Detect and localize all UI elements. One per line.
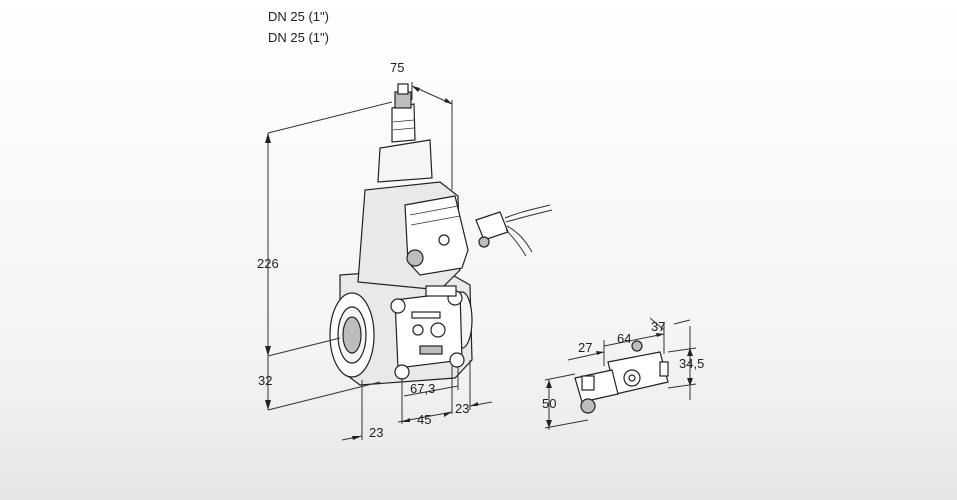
dimension-lines (265, 82, 697, 441)
header-line-1: DN 25 (1") (268, 9, 329, 24)
dimension-50: 50 (542, 396, 557, 411)
dimension-23-right: 23 (455, 401, 470, 416)
dimension-23-bottom: 23 (369, 425, 384, 440)
drawing-header: DN 25 (1") DN 25 (1") (268, 6, 329, 48)
dimension-37: 37 (651, 319, 666, 334)
dimension-75: 75 (390, 60, 405, 75)
dimension-27: 27 (578, 340, 593, 355)
plug-connector (475, 204, 553, 257)
valve-assembly (329, 83, 473, 386)
dimension-34-5: 34,5 (679, 356, 705, 371)
connector-detail (574, 340, 669, 414)
header-line-2: DN 25 (1") (268, 30, 329, 45)
dimension-32: 32 (258, 373, 273, 388)
dimension-64: 64 (617, 331, 632, 346)
dimension-226: 226 (257, 256, 279, 271)
dimension-45: 45 (417, 412, 432, 427)
dimension-67-3: 67,3 (410, 381, 436, 396)
